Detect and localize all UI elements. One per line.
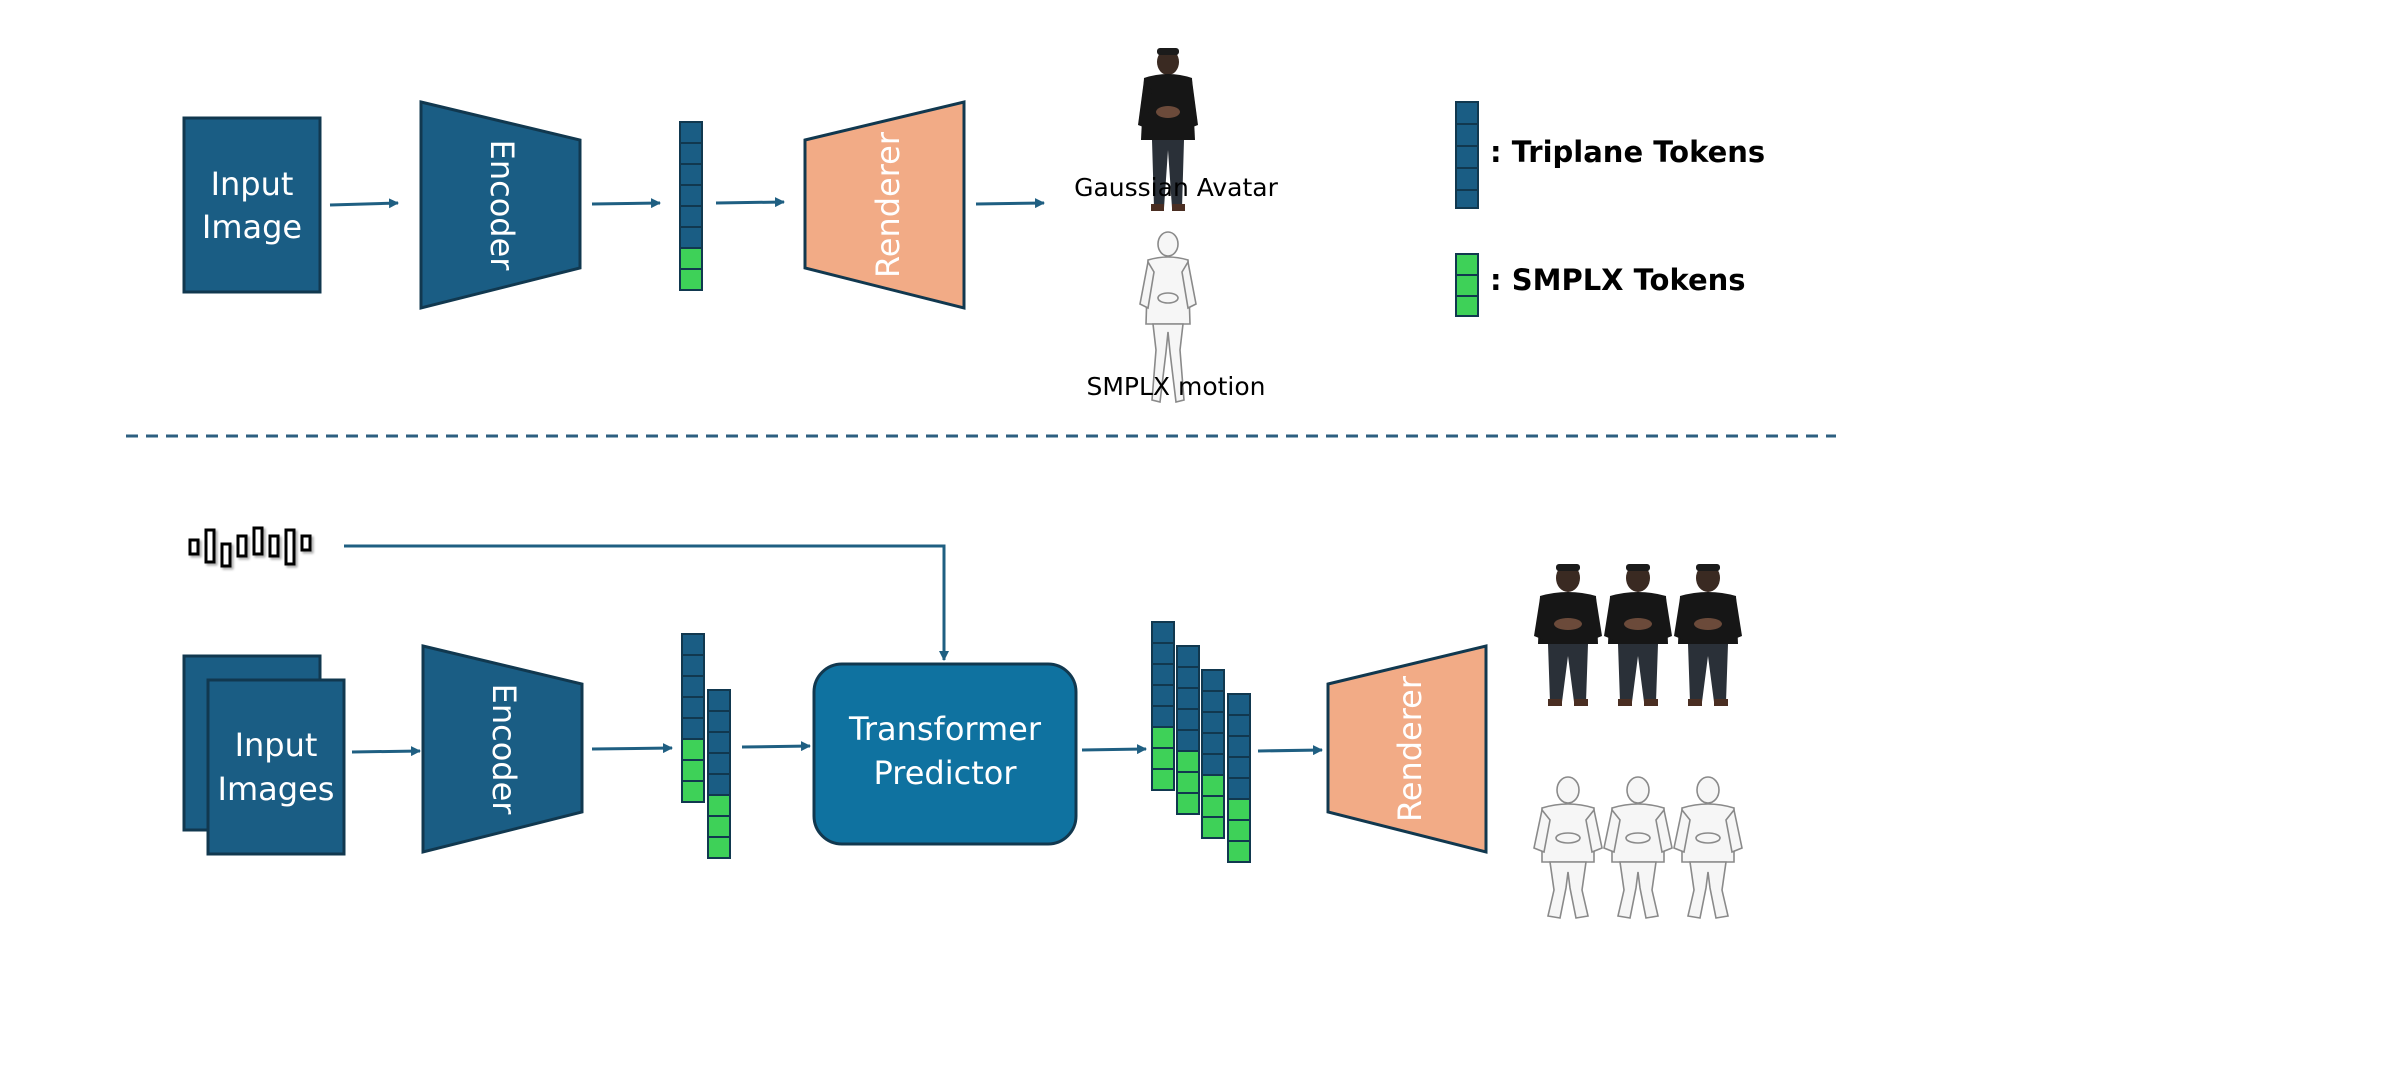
transformer-label-line2: Predictor [874,754,1018,792]
input-images-box: Input Images [182,654,346,856]
arrow-transformer-to-outputs [1081,744,1147,755]
avatar-figure-1 [1534,564,1602,706]
arrow-input-to-encoder [329,198,399,209]
output-stack-3 [1201,669,1225,839]
arrow-outputs-to-renderer [1257,745,1323,756]
encoder-label: Encoder [483,140,521,272]
mesh-figure-icon [1139,231,1197,403]
output-stack-2 [1176,645,1200,815]
arrow-encoder-to-tokens [591,198,661,209]
renderer-label-bottom: Renderer [1391,675,1429,822]
avatar-caption: Gaussian Avatar [1074,173,1279,202]
avatar-figure-3 [1674,564,1742,706]
audio-waveform-icon [188,526,314,570]
motion-caption: SMPLX motion [1086,372,1265,401]
legend: : Triplane Tokens : SMPLX Tokens [1455,101,1765,317]
renderer-block-bottom: Renderer [1326,644,1488,854]
output-stack-4 [1227,693,1251,863]
input-images-label-line2: Images [218,770,335,808]
legend-smplx-label: : SMPLX Tokens [1490,263,1746,297]
transformer-label-line1: Transformer [848,710,1042,748]
mesh-row [1533,776,1743,919]
avatar-figure-2 [1604,564,1672,706]
token-stack-top [679,121,703,291]
encoder-label-bottom: Encoder [485,684,523,816]
input-images-label-line1: Input [235,726,318,764]
input-image-label-line1: Input [211,165,294,203]
arrow-audio-to-transformer [344,544,949,661]
bottom-pipeline: Input Images Encoder [182,526,1743,919]
legend-triplane-swatch [1455,101,1479,209]
input-image-box: Input Image [182,116,322,294]
arrow-encoder-to-token-stacks [591,743,673,754]
mesh-figure-1 [1533,776,1603,919]
token-stacks-input [681,633,731,859]
arrow-renderer-to-output [975,198,1045,209]
token-stack-a [681,633,705,803]
encoder-block-bottom: Encoder [421,644,584,854]
mesh-figure-3 [1673,776,1743,919]
arrow-tokens-to-transformer [741,741,811,752]
renderer-label: Renderer [869,131,907,278]
arrow-images-to-encoder [351,746,421,757]
token-stack-b [707,689,731,859]
renderer-block: Renderer [803,100,966,310]
legend-smplx-swatch [1455,253,1479,317]
legend-triplane-label: : Triplane Tokens [1490,135,1765,169]
top-pipeline: Input Image Encoder Renderer [182,48,1279,403]
input-image-label-line2: Image [202,208,302,246]
arrow-tokens-to-renderer [715,197,785,208]
transformer-predictor-block: Transformer Predictor [812,662,1078,846]
avatar-row [1534,564,1742,706]
output-stack-1 [1151,621,1175,791]
person-photo-icon [1138,48,1198,211]
encoder-block: Encoder [419,100,582,310]
mesh-figure-2 [1603,776,1673,919]
token-stacks-output [1151,621,1251,863]
